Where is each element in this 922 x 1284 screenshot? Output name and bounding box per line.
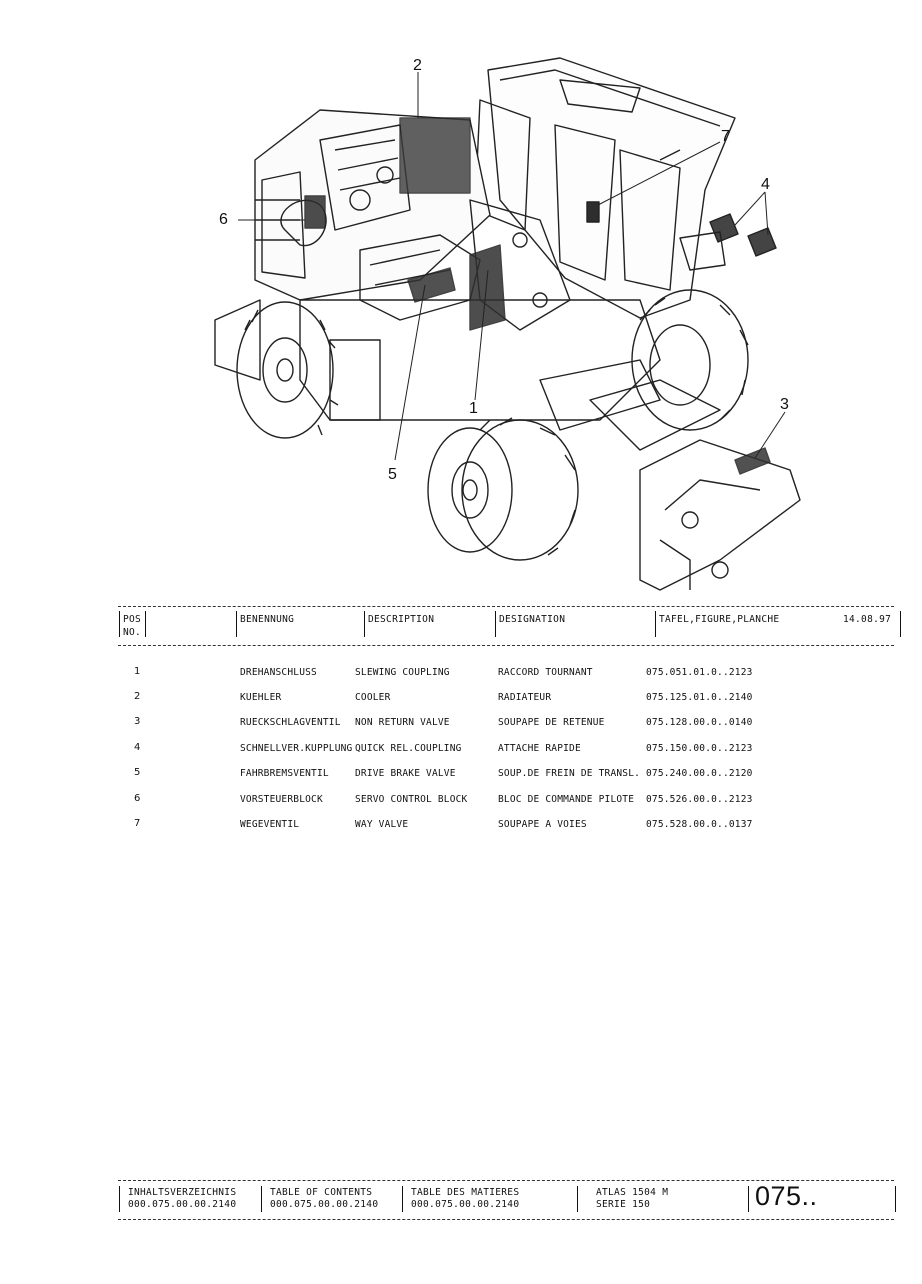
row-pos: 2 — [134, 691, 141, 702]
row-benennung: VORSTEUERBLOCK — [240, 794, 323, 805]
row-designation: SOUP.DE FREIN DE TRANSL. — [498, 768, 641, 779]
row-pos: 5 — [134, 767, 141, 778]
footer-page-code: 075.. — [755, 1181, 818, 1211]
callout-2: 2 — [413, 57, 422, 74]
row-pos: 3 — [134, 716, 141, 727]
table-header-rule — [118, 645, 894, 646]
header-bar-pos-left — [119, 611, 120, 637]
row-designation: RADIATEUR — [498, 692, 552, 703]
row-tafel: 075.128.00.0..0140 — [646, 717, 753, 728]
row-tafel: 075.526.00.0..2123 — [646, 794, 753, 805]
footer-inhaltsverzeichnis: INHALTSVERZEICHNIS 000.075.00.00.2140 — [128, 1187, 236, 1211]
header-benennung: BENENNUNG — [240, 614, 295, 625]
callout-7: 7 — [721, 128, 730, 145]
row-designation: SOUPAPE A VOIES — [498, 819, 587, 830]
header-date: 14.08.97 — [843, 614, 892, 625]
footer-bar-3 — [402, 1186, 403, 1212]
row-benennung: KUEHLER — [240, 692, 282, 703]
row-pos: 6 — [134, 793, 141, 804]
footer-top-rule — [118, 1180, 894, 1181]
callout-5: 5 — [388, 466, 397, 483]
callout-1: 1 — [469, 400, 478, 417]
row-benennung: DREHANSCHLUSS — [240, 667, 317, 678]
footer-table-des-matieres: TABLE DES MATIERES 000.075.00.00.2140 — [411, 1187, 519, 1211]
row-benennung: SCHNELLVER.KUPPLUNG — [240, 743, 353, 754]
row-description: SERVO CONTROL BLOCK — [355, 794, 468, 805]
footer-col1-code: 000.075.00.00.2140 — [128, 1199, 237, 1210]
row-tafel: 075.240.00.0..2120 — [646, 768, 753, 779]
footer-bar-right — [895, 1186, 896, 1212]
footer-bar-4 — [577, 1186, 578, 1212]
excavator-illustration — [214, 57, 801, 591]
row-benennung: FAHRBREMSVENTIL — [240, 768, 329, 779]
row-designation: RACCORD TOURNANT — [498, 667, 593, 678]
footer-table-of-contents: TABLE OF CONTENTS 000.075.00.00.2140 — [270, 1187, 378, 1211]
footer-col2-title: TABLE OF CONTENTS — [270, 1187, 373, 1198]
row-description: QUICK REL.COUPLING — [355, 743, 462, 754]
footer-model: ATLAS 1504 M — [596, 1187, 669, 1198]
header-designation: DESIGNATION — [499, 614, 566, 625]
header-bar-right — [900, 611, 901, 637]
row-description: DRIVE BRAKE VALVE — [355, 768, 456, 779]
header-bar-tafel — [655, 611, 656, 637]
row-description: SLEWING COUPLING — [355, 667, 450, 678]
header-bar-pos-right — [145, 611, 146, 637]
row-tafel: 075.051.01.0..2123 — [646, 667, 753, 678]
callout-4: 4 — [761, 176, 770, 193]
row-tafel: 075.528.00.0..0137 — [646, 819, 753, 830]
row-description: WAY VALVE — [355, 819, 409, 830]
row-tafel: 075.150.00.0..2123 — [646, 743, 753, 754]
row-description: NON RETURN VALVE — [355, 717, 450, 728]
header-description: DESCRIPTION — [368, 614, 435, 625]
footer-bar-left — [119, 1186, 120, 1212]
footer-bar-5 — [748, 1186, 749, 1212]
footer-col1-title: INHALTSVERZEICHNIS — [128, 1187, 237, 1198]
header-pos: POS — [123, 614, 142, 625]
row-pos: 4 — [134, 742, 141, 753]
footer-model-info: ATLAS 1504 M SERIE 150 — [596, 1187, 668, 1211]
row-description: COOLER — [355, 692, 391, 703]
table-top-rule — [118, 606, 894, 607]
footer-col3-title: TABLE DES MATIERES — [411, 1187, 520, 1198]
row-designation: ATTACHE RAPIDE — [498, 743, 581, 754]
header-bar-designation — [495, 611, 496, 637]
excavator-diagram: 2 7 4 6 1 3 5 — [200, 50, 820, 610]
header-bar-description — [364, 611, 365, 637]
row-designation: BLOC DE COMMANDE PILOTE — [498, 794, 635, 805]
row-tafel: 075.125.01.0..2140 — [646, 692, 753, 703]
row-benennung: WEGEVENTIL — [240, 819, 300, 830]
callout-3: 3 — [780, 396, 789, 413]
footer-bottom-rule — [118, 1219, 894, 1220]
header-bar-benennung — [236, 611, 237, 637]
footer-serie: SERIE 150 — [596, 1199, 651, 1210]
header-tafel: TAFEL,FIGURE,PLANCHE — [659, 614, 780, 625]
row-designation: SOUPAPE DE RETENUE — [498, 717, 605, 728]
footer-bar-2 — [261, 1186, 262, 1212]
callout-6: 6 — [219, 211, 228, 228]
footer-col3-code: 000.075.00.00.2140 — [411, 1199, 520, 1210]
row-pos: 7 — [134, 818, 141, 829]
header-no: NO. — [123, 627, 142, 638]
row-pos: 1 — [134, 666, 141, 677]
row-benennung: RUECKSCHLAGVENTIL — [240, 717, 341, 728]
footer-col2-code: 000.075.00.00.2140 — [270, 1199, 379, 1210]
